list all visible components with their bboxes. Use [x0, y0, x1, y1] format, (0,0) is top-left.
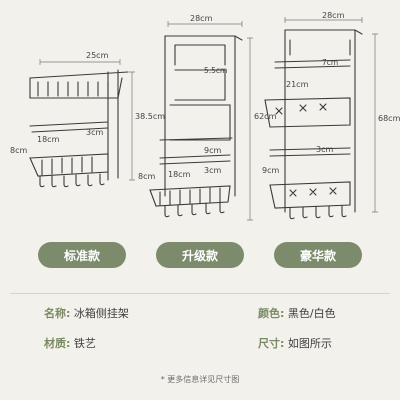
spec-size-label: 尺寸:: [258, 337, 285, 350]
rack-drawings: [29, 17, 378, 221]
deluxe-height-label: 68cm: [378, 114, 400, 123]
spec-color-label: 颜色:: [258, 307, 285, 320]
upgrade-height-label: 62cm: [254, 112, 277, 121]
upgrade-hook-label: 5.5cm: [204, 66, 228, 75]
deluxe-depth-label: 9cm: [262, 166, 280, 175]
upgrade-rack-drawing: [149, 35, 243, 218]
standard-width-label: 25cm: [86, 51, 109, 60]
spec-color-value: 黑色/白色: [287, 307, 336, 320]
standard-bar-width-label: 18cm: [37, 135, 60, 144]
upgrade-bar-width-label: 18cm: [168, 170, 191, 179]
spec-color: 颜色: 黑色/白色: [258, 305, 336, 321]
upgrade-gap-label: 3cm: [204, 166, 222, 175]
spec-material-label: 材质:: [44, 337, 71, 350]
spec-name: 名称: 冰箱侧挂架: [44, 305, 129, 321]
spec-material-value: 铁艺: [73, 337, 96, 350]
product-dimension-diagram: 25cm 38.5cm 18cm 3cm 8cm 28cm 5.5cm 62cm…: [10, 11, 400, 221]
deluxe-gap-label: 3cm: [316, 145, 334, 154]
deluxe-width-label: 28cm: [322, 11, 345, 20]
standard-height-label: 38.5cm: [135, 112, 166, 121]
spec-name-label: 名称:: [44, 307, 71, 320]
deluxe-bar-width-label: 21cm: [286, 80, 309, 89]
standard-depth-label: 8cm: [10, 146, 28, 155]
upgrade-width-label: 28cm: [190, 14, 213, 23]
section-divider: [10, 293, 390, 294]
upgrade-depth-label: 8cm: [138, 172, 156, 181]
deluxe-rack-drawing: [264, 29, 363, 220]
spec-name-value: 冰箱侧挂架: [73, 307, 129, 320]
upgrade-model-tag: 升级款: [156, 242, 244, 268]
standard-rack-drawing: [29, 69, 129, 188]
spec-material: 材质: 铁艺: [44, 335, 96, 351]
deluxe-model-tag: 豪华款: [274, 242, 362, 268]
deluxe-hook-label: 7cm: [322, 58, 339, 67]
standard-gap-label: 3cm: [86, 128, 104, 137]
spec-size-value: 如图所示: [287, 337, 332, 350]
footnote: * 更多信息详见尺寸图: [160, 375, 240, 384]
spec-size: 尺寸: 如图所示: [258, 335, 332, 351]
upgrade-depth-mid-label: 9cm: [204, 146, 222, 155]
standard-model-tag: 标准款: [38, 242, 126, 268]
